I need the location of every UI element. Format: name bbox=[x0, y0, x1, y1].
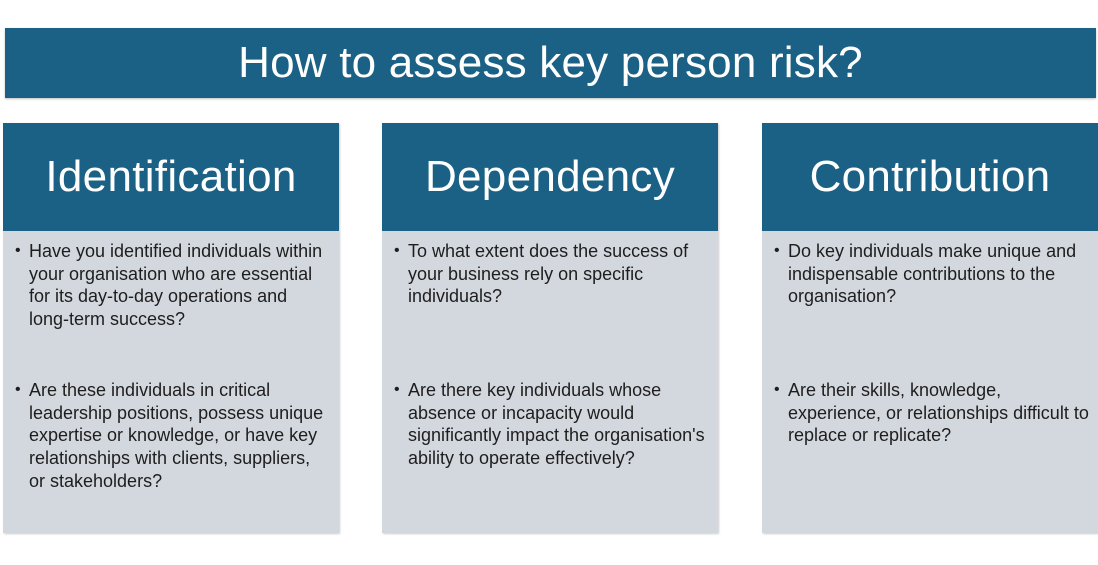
bullet-item: • Are their skills, knowledge, experienc… bbox=[774, 379, 1090, 447]
page-title: How to assess key person risk? bbox=[238, 38, 863, 87]
bullet-text: Are there key individuals whose absence … bbox=[408, 380, 705, 469]
bullet-dot-icon: • bbox=[15, 242, 21, 259]
column-title-dependency: Dependency bbox=[424, 152, 676, 201]
column-title-contribution: Contribution bbox=[809, 152, 1051, 201]
bullet-item: • Are there key individuals whose absenc… bbox=[394, 379, 710, 470]
bullet-item: • Have you identified individuals within… bbox=[15, 240, 331, 331]
column-header: Contribution bbox=[762, 123, 1098, 231]
bullet-text: Are their skills, knowledge, experience,… bbox=[788, 380, 1089, 446]
column-dependency: Dependency • To what extent does the suc… bbox=[382, 123, 718, 533]
bullet-dot-icon: • bbox=[394, 242, 400, 259]
column-body bbox=[762, 231, 1098, 533]
column-body bbox=[382, 231, 718, 533]
bullet-item: • Do key individuals make unique and ind… bbox=[774, 240, 1090, 308]
column-identification: Identification • Have you identified ind… bbox=[3, 123, 339, 533]
column-header: Identification bbox=[3, 123, 339, 231]
bullet-text: Have you identified individuals within y… bbox=[29, 241, 323, 330]
bullet-text: Are these individuals in critical leader… bbox=[29, 380, 324, 491]
column-contribution: Contribution • Do key individuals make u… bbox=[762, 123, 1098, 533]
title-banner: How to assess key person risk? bbox=[5, 28, 1096, 98]
bullet-dot-icon: • bbox=[774, 381, 780, 398]
bullet-dot-icon: • bbox=[394, 381, 400, 398]
bullet-dot-icon: • bbox=[774, 242, 780, 259]
bullet-item: • Are these individuals in critical lead… bbox=[15, 379, 331, 493]
column-body bbox=[3, 231, 339, 533]
bullet-item: • To what extent does the success of you… bbox=[394, 240, 710, 308]
bullet-text: Do key individuals make unique and indis… bbox=[788, 241, 1077, 307]
bullet-text: To what extent does the success of your … bbox=[408, 241, 689, 307]
bullet-dot-icon: • bbox=[15, 381, 21, 398]
column-header: Dependency bbox=[382, 123, 718, 231]
column-title-identification: Identification bbox=[45, 152, 297, 201]
